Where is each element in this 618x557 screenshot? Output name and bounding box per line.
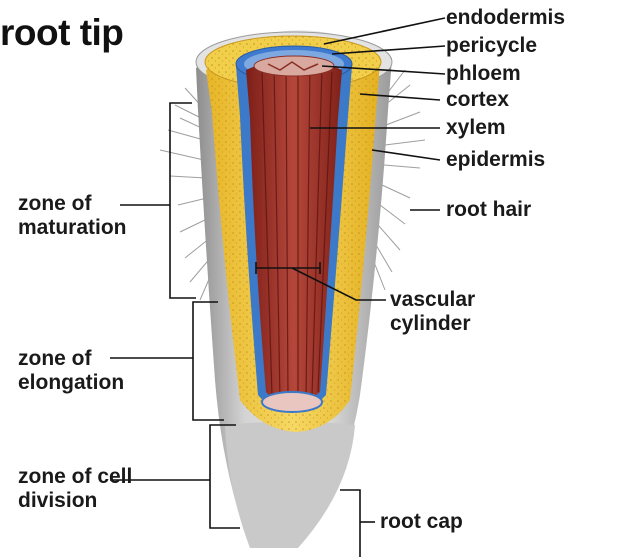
label-pericycle: pericycle	[446, 34, 537, 58]
label-root-cap: root cap	[380, 510, 463, 534]
label-endodermis: endodermis	[446, 6, 565, 30]
label-zone-maturation: zone of maturation	[18, 192, 163, 240]
label-phloem: phloem	[446, 62, 521, 86]
label-xylem: xylem	[446, 116, 506, 140]
label-root-hair: root hair	[446, 198, 531, 222]
label-zone-cell-division: zone of cell division	[18, 465, 158, 513]
root-cap-region	[225, 422, 355, 549]
label-vascular-cylinder: vascular cylinder	[390, 288, 500, 336]
label-cortex: cortex	[446, 88, 509, 112]
label-zone-elongation: zone of elongation	[18, 347, 163, 395]
label-epidermis: epidermis	[446, 148, 545, 172]
